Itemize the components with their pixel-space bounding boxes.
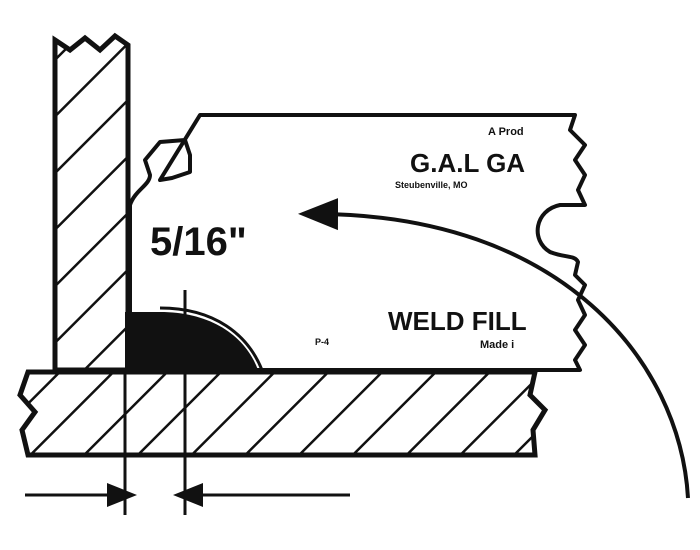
vertical-plate [52, 32, 131, 373]
gauge-radius-edge [159, 306, 264, 371]
size-label: 5/16" [150, 220, 247, 264]
part-number-label: P-4 [315, 337, 329, 347]
gauge-body [128, 113, 587, 372]
made-in-label: Made i [480, 339, 514, 351]
horizontal-plate [17, 369, 549, 458]
location-label: Steubenville, MO [395, 180, 468, 190]
curved-arrow [298, 198, 690, 499]
brand-label: G.A.L GA [410, 148, 525, 178]
weld-fillet [125, 312, 258, 370]
product-label: WELD FILL [388, 306, 527, 336]
maker-prefix: A Prod [488, 126, 524, 138]
